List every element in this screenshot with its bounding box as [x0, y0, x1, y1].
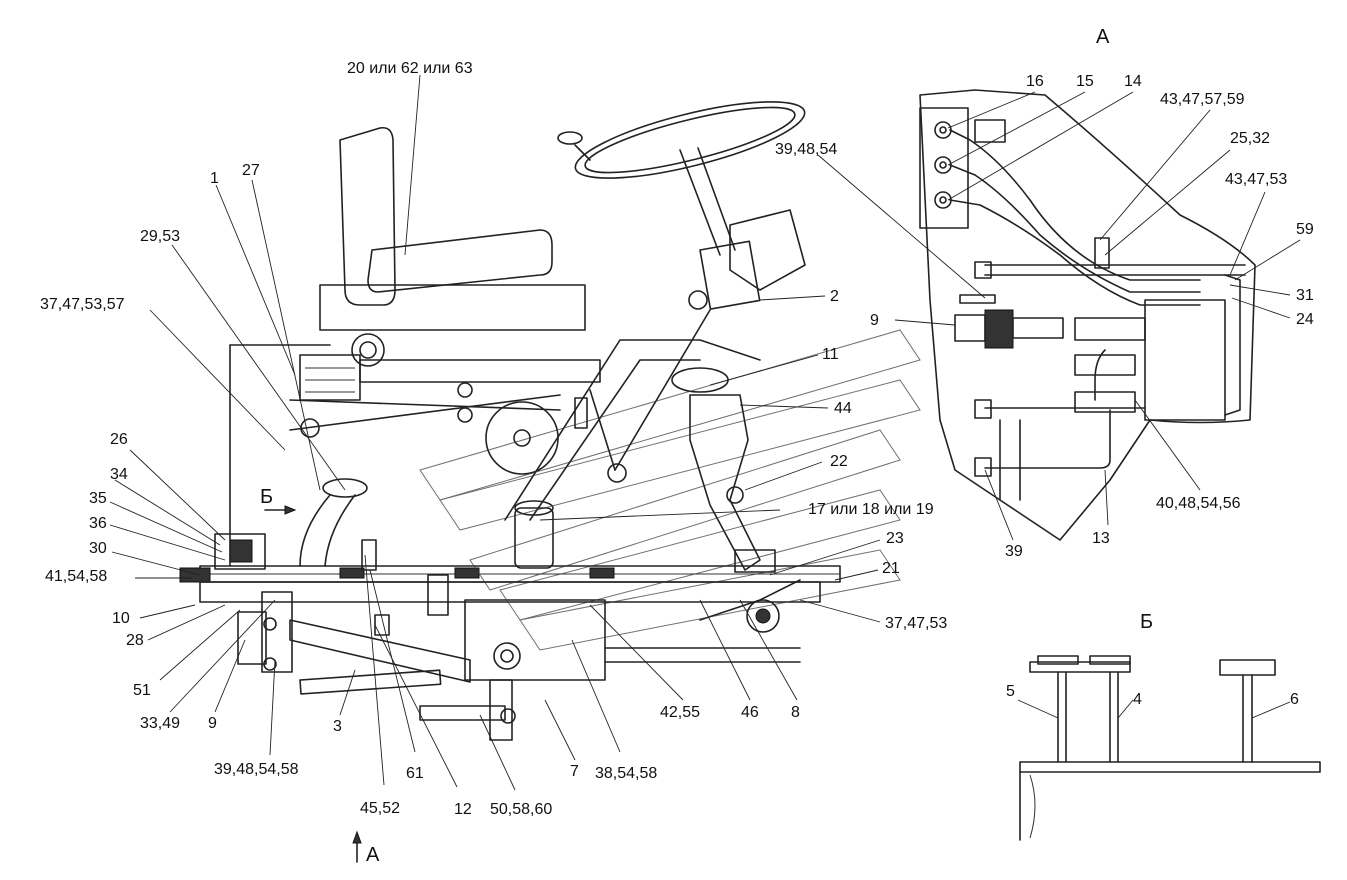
- arrow-a-label: А: [366, 844, 380, 866]
- callout: 26: [110, 431, 128, 448]
- callout: 17 или 18 или 19: [808, 501, 934, 518]
- callout: 24: [1296, 311, 1314, 328]
- callout: 10: [112, 610, 130, 627]
- callout: 20 или 62 или 63: [347, 60, 473, 77]
- center-parts: [299, 478, 554, 636]
- base-frame: [179, 344, 841, 603]
- section-outlines: [419, 329, 921, 651]
- callout: 25,32: [1230, 130, 1271, 147]
- callout: 9: [208, 715, 217, 732]
- callout: 9: [870, 312, 879, 329]
- callout: 36: [89, 515, 107, 532]
- callout: 15: [1076, 73, 1094, 90]
- callout: 3: [333, 718, 342, 735]
- callout: 37,47,53: [885, 615, 948, 632]
- callout: 61: [406, 765, 424, 782]
- lower-mechanism: [237, 579, 801, 741]
- callout: 14: [1124, 73, 1142, 90]
- callout: 16: [1026, 73, 1044, 90]
- view-b-title: Б: [1140, 611, 1154, 633]
- callout: 31: [1296, 287, 1314, 304]
- callout: 59: [1296, 221, 1314, 238]
- callout: 40,48,54,56: [1156, 495, 1241, 512]
- callout: 43,47,53: [1225, 171, 1288, 188]
- view-b-detail: [1017, 655, 1321, 841]
- callout: 41,54,58: [45, 568, 108, 585]
- callout: 13: [1092, 530, 1110, 547]
- callout: 51: [133, 682, 151, 699]
- callout: 7: [570, 763, 579, 780]
- callout: 42,55: [660, 704, 701, 721]
- callout: 23: [886, 530, 904, 547]
- callout: 44: [834, 400, 852, 417]
- callout: 8: [791, 704, 800, 721]
- callout: 21: [882, 560, 900, 577]
- callout: 34: [110, 466, 128, 483]
- callout: 22: [830, 453, 848, 470]
- callout: 12: [454, 801, 472, 818]
- callout: 33,49: [140, 715, 181, 732]
- callout: 43,47,57,59: [1160, 91, 1245, 108]
- seat: [289, 126, 627, 483]
- callout: 46: [741, 704, 759, 721]
- callout: 39: [1005, 543, 1023, 560]
- callout: 50,58,60: [490, 801, 553, 818]
- view-a-title: А: [1096, 26, 1110, 48]
- control-lever: [671, 367, 776, 573]
- view-a-detail: [919, 89, 1256, 541]
- view-b-arrow: [264, 505, 297, 515]
- callout: 30: [89, 540, 107, 557]
- callout: 28: [126, 632, 144, 649]
- leader-lines-view-a: [817, 91, 1301, 541]
- callout: 5: [1006, 683, 1015, 700]
- callout: 11: [822, 346, 839, 363]
- callout: 35: [89, 490, 107, 507]
- callout: 1: [210, 170, 219, 187]
- callout: 37,47,53,57: [40, 296, 125, 313]
- callout: 6: [1290, 691, 1299, 708]
- callout: 27: [242, 162, 260, 179]
- callout: 4: [1133, 691, 1142, 708]
- callout: 38,54,58: [595, 765, 658, 782]
- callout: 2: [830, 288, 839, 305]
- callout: 39,48,54: [775, 141, 838, 158]
- view-a-arrow: [352, 830, 362, 863]
- callout: 29,53: [140, 228, 181, 245]
- arrow-b-label: Б: [260, 486, 274, 508]
- callout: 45,52: [360, 800, 401, 817]
- leader-lines-main: [109, 74, 881, 791]
- callout: 39,48,54,58: [214, 761, 299, 778]
- steering-column: [504, 101, 806, 521]
